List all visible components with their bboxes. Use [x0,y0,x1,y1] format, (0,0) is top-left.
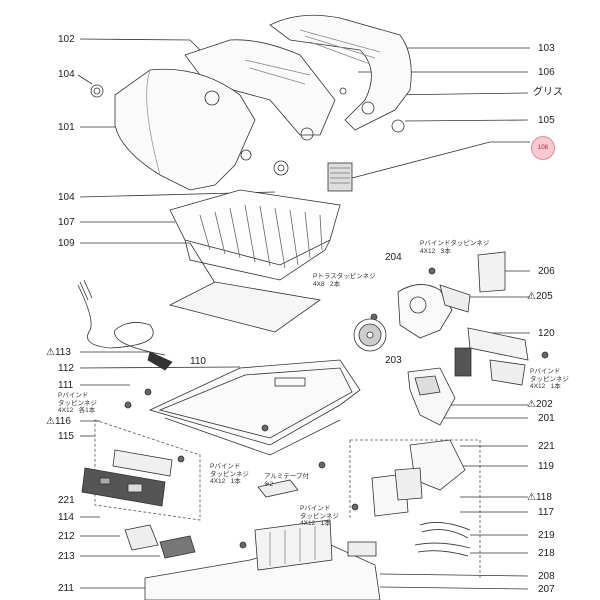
part-label-104b: 104 [58,192,75,203]
part-label-201: 201 [538,413,555,424]
part-label-111: 111 [58,380,74,391]
screw-note-pbind-each1: Pバインド タッピンネジ 4X12 各1本 [58,392,97,414]
part-label-208: 208 [538,571,555,582]
part-label-107: 107 [58,217,75,228]
part-label-103: 103 [538,43,555,54]
part-label-106: 106 [538,67,555,78]
part-label-104a: 104 [58,69,75,80]
part-label-203: 203 [385,355,402,366]
part-label-116: ⚠116 [46,416,71,427]
part-label-120: 120 [538,328,555,339]
screw-note-pbind-1b: Pバインド タッピンネジ 4X12 1本 [210,463,249,485]
part-label-205: ⚠205 [527,291,553,302]
part-108-hotspot[interactable]: 108 [531,136,555,160]
part-label-202: ⚠202 [527,399,553,410]
part-label-102: 102 [58,34,75,45]
part-label-grease: グリス [533,87,563,98]
alum-tape-note: アルミテープ付 ※2 [264,473,310,488]
part-label-211: 211 [58,583,74,594]
part-label-117: 117 [538,507,554,518]
part-label-218: 218 [538,548,555,559]
part-label-207: 207 [538,584,555,595]
part-label-101: 101 [58,122,75,133]
part-label-118: ⚠118 [527,492,552,503]
part-label-212: 212 [58,531,75,542]
screw-note-pbind-1c: Pバインド タッピンネジ 4X12 1本 [300,505,339,527]
part-label-221-left: 221 [58,495,75,506]
screw-note-pbind-1a: Pバインド タッピンネジ 4X12 1本 [530,368,569,390]
part-label-115: 115 [58,431,74,442]
part-label-110: 110 [190,356,206,367]
part-label-105: 105 [538,115,555,126]
screw-note-pbind-3: Pバインドタッピンネジ 4X12 3本 [420,240,490,255]
part-label-112: 112 [58,363,74,374]
part-label-119: 119 [538,461,554,472]
part-label-219: 219 [538,530,555,541]
part-label-204: 204 [385,252,402,263]
part-label-206: 206 [538,266,555,277]
screw-note-ptruss-2: Pトラスタッピンネジ 4X8 2本 [313,273,376,288]
part-label-221-right: 221 [538,441,555,452]
part-label-213: 213 [58,551,75,562]
part-label-114: 114 [58,512,74,523]
part-label-113: ⚠113 [46,347,71,358]
part-label-109: 109 [58,238,75,249]
